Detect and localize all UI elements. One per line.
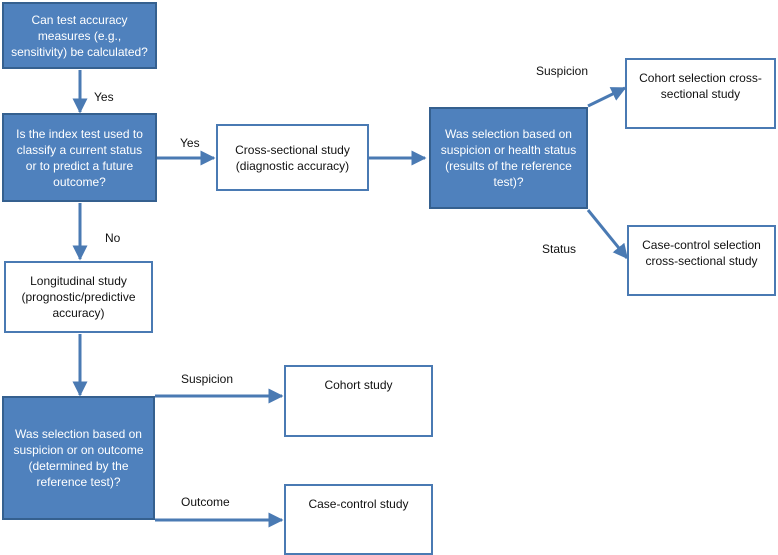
edge-label-yes-right: Yes (180, 136, 200, 150)
edge-label-suspicion-upper: Suspicion (536, 64, 589, 78)
longitudinal-study-box: Longitudinal study (prognostic/predictiv… (4, 261, 153, 333)
cohort-selection-cross-sectional-box: Cohort selection cross-sectional study (625, 58, 776, 129)
cohort-study-box: Cohort study (284, 365, 433, 437)
arrow-selection-to-cohort-selection (587, 86, 627, 108)
edge-label-status: Status (542, 242, 577, 256)
cross-sectional-study-box: Cross-sectional study (diagnostic accura… (216, 124, 369, 191)
question-accuracy-calculable: Can test accuracy measures (e.g., sensit… (2, 2, 157, 69)
case-control-study-box: Case-control study (284, 484, 433, 555)
edge-label-no-down: No (105, 231, 121, 245)
question-index-test-purpose: Is the index test used to classify a cur… (2, 113, 157, 202)
arrow-selection-to-case-control-selection (586, 209, 629, 260)
question-selection-outcome: Was selection based on suspicion or on o… (2, 396, 155, 520)
question-selection-health-status: Was selection based on suspicion or heal… (429, 107, 588, 209)
edge-label-yes-down: Yes (94, 90, 114, 104)
edge-label-outcome: Outcome (181, 495, 230, 509)
case-control-selection-cross-sectional-box: Case-control selection cross-sectional s… (627, 225, 776, 296)
edge-label-suspicion-lower: Suspicion (181, 372, 234, 386)
